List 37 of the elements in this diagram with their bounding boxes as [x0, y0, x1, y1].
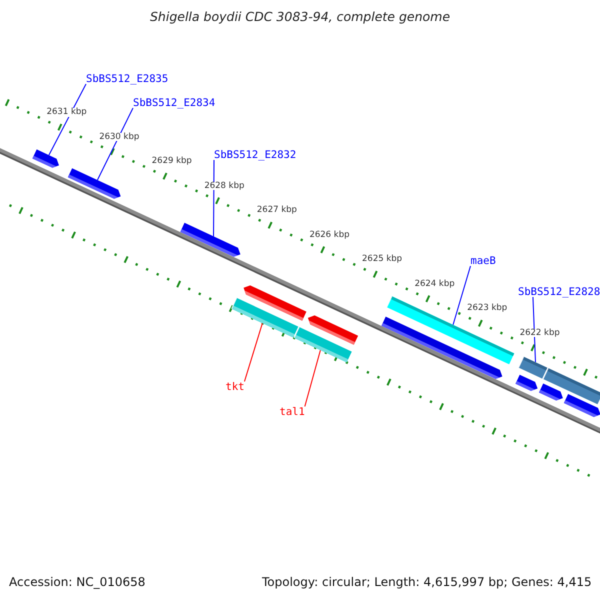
gene-label: SbBS512_E2834 — [133, 98, 216, 108]
scale-label: 2624 kbp — [414, 280, 455, 288]
scale-label: 2629 kbp — [152, 157, 192, 166]
title: Shigella boydii CDC 3083-94, complete genome — [150, 11, 450, 24]
genome-stats-text: Topology: circular; Length: 4,615,997 bp; Genes: 4,415 — [262, 576, 592, 588]
gene-feature — [180, 222, 240, 257]
gene-feature — [539, 384, 563, 400]
scale-label: 2623 kbp — [467, 304, 508, 313]
gene-label: SbBS512_E2832 — [214, 150, 296, 160]
leader-line — [48, 84, 86, 156]
scale-label: 2628 kbp — [204, 182, 244, 190]
scale-label: 2622 kbp — [520, 328, 560, 338]
gene-feature — [32, 149, 59, 168]
gene-label: SbBS512_E2828 — [518, 286, 600, 297]
gene-feature — [68, 168, 121, 199]
gene-label: tkt — [226, 382, 244, 392]
scale-label: 2631 kbp — [46, 108, 87, 117]
leader-line — [96, 108, 134, 180]
gene-label: maeB — [470, 256, 496, 266]
leader-line — [213, 160, 214, 237]
feature-bar — [518, 356, 548, 379]
leader-line — [452, 266, 471, 326]
scale-label: 2630 kbp — [99, 132, 140, 142]
accession-text: Accession: NC_010658 — [9, 576, 146, 588]
gene-feature — [564, 394, 600, 417]
gene-feature — [308, 315, 358, 345]
feature-bar — [231, 297, 298, 338]
gene-label: tal1 — [280, 406, 305, 417]
gene-label: SbBS512_E2835 — [86, 74, 168, 84]
gene-feature — [382, 316, 502, 379]
gene-feature — [516, 374, 538, 391]
leader-line — [532, 296, 536, 363]
leader-line — [244, 322, 263, 382]
scale-label: 2625 kbp — [362, 255, 402, 264]
scale-label: 2627 kbp — [256, 206, 297, 215]
leader-line — [304, 350, 321, 407]
scale-label: 2626 kbp — [309, 230, 350, 240]
